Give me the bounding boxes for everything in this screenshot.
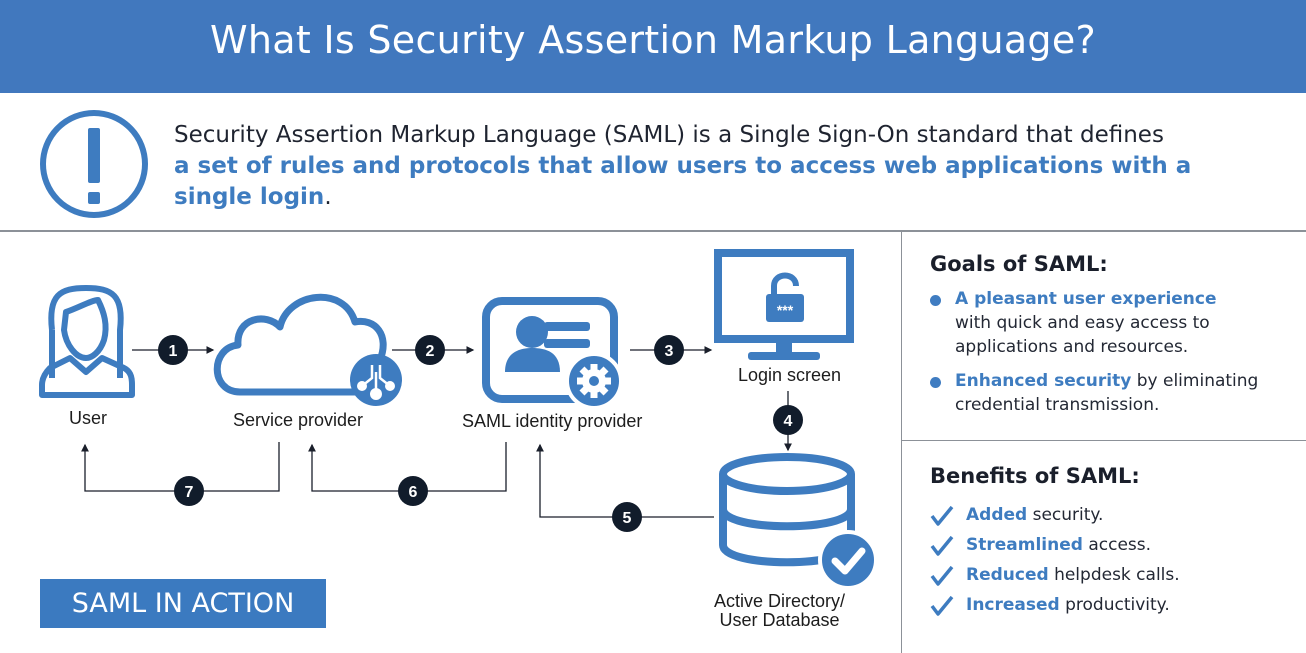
exclamation-circle-icon [40,110,148,218]
benefit-item: Reduced helpdesk calls. [930,561,1180,589]
goal-text: credential transmission. [955,395,1160,415]
step-2: 2 [415,335,445,365]
section-divider [0,230,1306,232]
id-card-gear-icon [482,297,623,410]
svg-text:1: 1 [169,343,178,360]
benefit-text: productivity. [1059,595,1170,615]
password-mask: *** [777,302,794,318]
page-title: What Is Security Assertion Markup Langua… [209,18,1096,62]
database-label: Active Directory/ User Database [714,592,845,630]
checkmark-icon [930,565,954,586]
step-7: 7 [174,476,204,506]
goals-section: Goals of SAML: [930,252,1108,276]
goal-item: A pleasant user experience with quick an… [930,287,1217,359]
svg-text:6: 6 [409,484,418,501]
database-label-line1: Active Directory/ [714,591,846,611]
step-5: 5 [612,502,642,532]
goal-highlight: A pleasant user experience [955,289,1217,309]
svg-text:2: 2 [426,343,435,360]
benefit-highlight: Added [966,505,1028,525]
page-header: What Is Security Assertion Markup Langua… [0,0,1306,93]
checkmark-icon [930,535,954,556]
goal-text: applications and resources. [955,337,1189,357]
goal-text: by eliminating [1131,371,1259,391]
saml-flow-diagram: *** 1 2 3 4 5 6 7 [39,249,878,590]
service-provider-label: Service provider [233,410,364,430]
monitor-lock-icon: *** [714,249,854,360]
intro-highlight: a set of rules and protocols that allow … [174,153,1192,210]
user-label: User [69,408,108,428]
column-divider [901,231,902,653]
checkmark-icon [930,595,954,616]
user-icon [39,285,135,398]
svg-text:3: 3 [665,343,674,360]
benefit-text: helpdesk calls. [1048,565,1180,585]
benefit-text: access. [1082,535,1152,555]
svg-text:4: 4 [784,413,793,430]
intro-plain: Security Assertion Markup Language (SAML… [174,122,1164,148]
sidebar-divider [902,440,1306,441]
saml-in-action-badge: SAML IN ACTION [40,579,326,628]
benefit-highlight: Increased [966,595,1060,615]
checkmark-icon [930,505,954,526]
check-circle-icon [818,530,878,590]
step-1: 1 [158,335,188,365]
benefit-item: Added security. [930,501,1103,529]
benefit-text: security. [1027,505,1104,525]
goals-title: Goals of SAML: [930,252,1108,276]
cloud-icon [213,294,402,406]
bullet-icon [930,295,941,306]
step-3: 3 [654,335,684,365]
goal-item: Enhanced security by eliminating credent… [930,369,1258,417]
benefit-highlight: Reduced [966,565,1049,585]
benefit-item: Increased productivity. [930,591,1170,619]
step-4: 4 [773,405,803,435]
benefit-highlight: Streamlined [966,535,1083,555]
intro-text: Security Assertion Markup Language (SAML… [174,120,1234,213]
svg-text:5: 5 [623,510,632,527]
intro-end: . [324,184,332,210]
benefits-section: Benefits of SAML: [930,464,1140,488]
login-screen-label: Login screen [738,365,842,385]
benefits-title: Benefits of SAML: [930,464,1140,488]
goal-text: with quick and easy access to [955,313,1210,333]
svg-text:7: 7 [185,484,194,501]
step-6: 6 [398,476,428,506]
database-icon [719,453,855,567]
identity-provider-label: SAML identity provider [462,411,643,431]
benefit-item: Streamlined access. [930,531,1151,559]
bullet-icon [930,377,941,388]
database-label-line2: User Database [719,610,840,630]
goal-highlight: Enhanced security [955,371,1132,391]
